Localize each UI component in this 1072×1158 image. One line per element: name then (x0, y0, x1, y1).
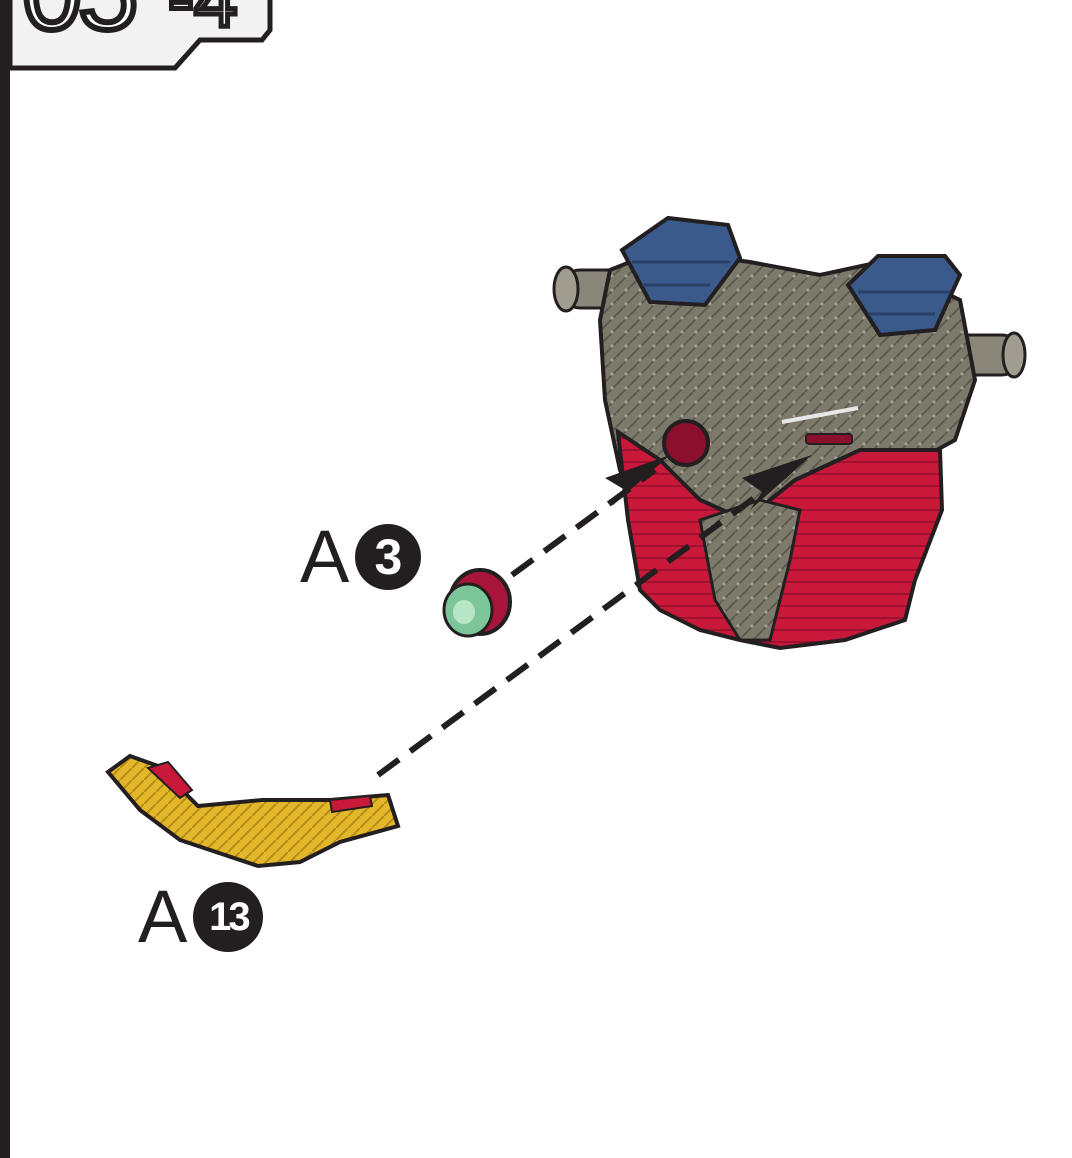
assembly-arrow-a3 (510, 467, 657, 578)
torso-highlight (781, 406, 859, 424)
left-vent-block (619, 215, 743, 308)
torso-socket-slot (805, 433, 853, 445)
step-number: 05 (19, 0, 141, 49)
part-number-badge: 3 (355, 524, 422, 590)
assembly-arrow-a13 (376, 465, 797, 778)
right-vent-block (845, 254, 963, 338)
part-number-badge: 13 (193, 882, 264, 952)
assembly-arrow-head-a3 (605, 455, 670, 506)
part-a3-pin (442, 568, 512, 638)
part-runner-letter: A (138, 875, 188, 958)
step-sub-number: -4 (165, 0, 239, 41)
part-label-a3: A 3 (300, 515, 422, 598)
step-tab-shape (7, 0, 273, 71)
torso-assembly (552, 215, 1027, 651)
part-a13-piece (105, 753, 401, 869)
left-border-rule (0, 0, 10, 1158)
part-label-a13: A 13 (138, 875, 264, 958)
step-header: 05 -4 (0, 0, 300, 80)
torso-socket-round (662, 419, 710, 467)
assembly-arrow-head-a13 (742, 455, 812, 510)
part-runner-letter: A (300, 515, 350, 598)
torso-inner-frame (698, 498, 802, 642)
